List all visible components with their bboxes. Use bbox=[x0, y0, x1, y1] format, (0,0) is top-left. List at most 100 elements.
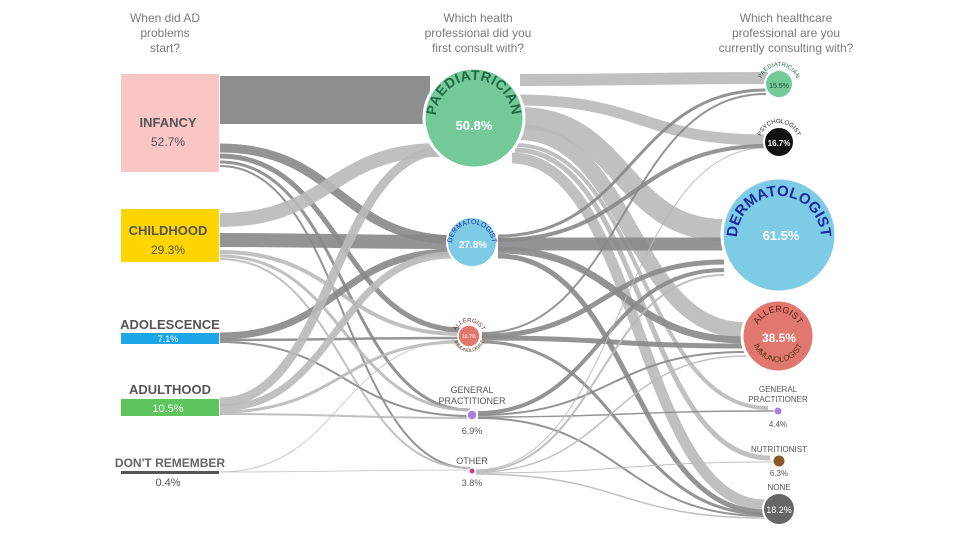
onset-flow-14 bbox=[219, 145, 447, 407]
current-paediatrician-circle bbox=[764, 69, 794, 99]
current-dermatologist: DERMATOLOGIST 61.5% bbox=[720, 176, 838, 294]
header-first-line2: professional did you bbox=[425, 26, 532, 40]
consult-flow-4 bbox=[517, 124, 745, 338]
header-first-line3: first consult with? bbox=[432, 41, 524, 55]
current-gp-label-line1: GENERAL bbox=[759, 385, 798, 394]
first-dermatologist: DERMATOLOGIST 27.8% bbox=[446, 216, 498, 268]
header-current-line3: currently consulting with? bbox=[719, 41, 854, 55]
onset-infancy: INFANCY 52.7% bbox=[121, 74, 219, 172]
consult-flow-9 bbox=[497, 144, 767, 242]
first-allergist: ALLERGIST IMMUNOLOGIST 10.7% bbox=[452, 318, 486, 354]
current-none: NONE 18.2% bbox=[762, 483, 796, 526]
onset-dont-remember: DON'T REMEMBER 0.4% bbox=[115, 456, 226, 489]
consult-flow-13 bbox=[481, 93, 767, 334]
first-dermatologist-pct: 27.8% bbox=[459, 240, 487, 251]
first-other-pct: 3.8% bbox=[462, 478, 483, 488]
onset-flow-11 bbox=[219, 248, 455, 340]
header-onset-line1: When did AD bbox=[130, 11, 200, 25]
consult-flow-21 bbox=[475, 147, 767, 471]
current-paediatrician: PAEDIATRICIAN 15.5% bbox=[758, 62, 800, 99]
onset-flow-12 bbox=[219, 336, 463, 342]
header-onset: When did AD problems start? bbox=[130, 11, 200, 55]
onset-flow-17 bbox=[219, 413, 471, 419]
header-current-line1: Which healthcare bbox=[740, 11, 833, 25]
first-gp-label-line1: GENERAL bbox=[450, 385, 493, 395]
consult-flow-6 bbox=[514, 147, 771, 461]
consult-flow-1 bbox=[519, 72, 769, 86]
onset-flow-16 bbox=[219, 340, 463, 414]
onset-infancy-label: INFANCY bbox=[139, 115, 196, 130]
current-gp-pct: 4.4% bbox=[769, 420, 787, 429]
consult-flow-19 bbox=[477, 410, 775, 418]
current-dermatologist-pct: 61.5% bbox=[763, 228, 800, 243]
current-general-practitioner: GENERAL PRACTITIONER 4.4% bbox=[748, 385, 808, 429]
first-gp-dot bbox=[466, 409, 478, 421]
consult-flow-2 bbox=[517, 94, 767, 146]
first-paediatrician-pct: 50.8% bbox=[456, 118, 493, 133]
consult-flow-24 bbox=[475, 461, 774, 474]
current-nutritionist-pct: 6.3% bbox=[770, 469, 788, 478]
flows-first-to-current bbox=[475, 72, 775, 519]
onset-adolescence: ADOLESCENCE 7.1% bbox=[120, 317, 220, 344]
onset-adulthood-pct: 10.5% bbox=[152, 403, 183, 415]
current-none-label: NONE bbox=[767, 483, 790, 492]
first-allergist-circle bbox=[457, 324, 481, 348]
first-gp-pct: 6.9% bbox=[462, 426, 483, 436]
onset-flow-6 bbox=[219, 143, 441, 227]
onset-flow-15 bbox=[219, 251, 453, 412]
consult-flow-14 bbox=[481, 259, 725, 339]
header-first-line1: Which health bbox=[443, 11, 512, 25]
onset-adulthood-label: ADULTHOOD bbox=[129, 382, 211, 397]
onset-dont-remember-label: DON'T REMEMBER bbox=[115, 456, 226, 470]
first-other: OTHER 3.8% bbox=[456, 456, 488, 488]
header-current-line2: professional are you bbox=[732, 26, 840, 40]
current-gp-label-line2: PRACTITIONER bbox=[748, 395, 808, 404]
onset-adolescence-pct: 7.1% bbox=[158, 334, 179, 344]
consult-flow-12 bbox=[497, 253, 766, 515]
current-gp-dot bbox=[773, 406, 783, 416]
onset-childhood: CHILDHOOD 29.3% bbox=[121, 209, 219, 262]
current-paediatrician-pct: 15.5% bbox=[769, 83, 789, 90]
onset-dont-remember-pct: 0.4% bbox=[155, 477, 180, 489]
current-allergist-pct: 38.5% bbox=[762, 331, 796, 345]
first-paediatrician: PAEDIATRICIAN 50.8% bbox=[422, 66, 526, 170]
first-paediatrician-circle bbox=[422, 66, 526, 170]
consult-flow-16 bbox=[481, 340, 766, 516]
current-dermatologist-circle bbox=[720, 176, 838, 294]
consult-flow-20 bbox=[477, 417, 766, 517]
onset-adulthood-box bbox=[121, 399, 219, 416]
onset-adolescence-box bbox=[121, 333, 219, 344]
onset-flow-19 bbox=[219, 339, 463, 473]
onset-flow-13 bbox=[219, 341, 471, 417]
current-nutritionist-label: NUTRITIONIST bbox=[751, 445, 807, 454]
onset-flow-7 bbox=[219, 233, 451, 249]
onset-adulthood: ADULTHOOD 10.5% bbox=[121, 382, 219, 416]
consult-flow-11 bbox=[497, 246, 745, 344]
onset-flow-9 bbox=[219, 254, 471, 412]
current-none-pct: 18.2% bbox=[766, 505, 792, 515]
first-dermatologist-circle bbox=[446, 216, 498, 268]
current-allergist: ALLERGIST IMMUNOLOGIST 38.5% bbox=[740, 298, 816, 374]
consult-flow-18 bbox=[477, 351, 745, 416]
onset-childhood-pct: 29.3% bbox=[151, 243, 185, 257]
onset-flow-18 bbox=[219, 469, 471, 473]
consult-flow-22 bbox=[475, 274, 725, 472]
current-nutritionist-dot bbox=[772, 454, 786, 468]
current-nutritionist: NUTRITIONIST 6.3% bbox=[751, 445, 807, 478]
consult-flow-25 bbox=[475, 473, 766, 519]
onset-childhood-label: CHILDHOOD bbox=[129, 223, 208, 238]
consult-flow-8 bbox=[497, 88, 767, 238]
header-onset-line3: start? bbox=[150, 41, 180, 55]
onset-childhood-box bbox=[121, 209, 219, 262]
consult-flow-15 bbox=[481, 335, 745, 349]
consult-flow-7 bbox=[511, 152, 766, 511]
onset-infancy-pct: 52.7% bbox=[151, 135, 185, 149]
current-psychologist-circle bbox=[763, 126, 795, 158]
header-first-consult: Which health professional did you first … bbox=[425, 11, 532, 55]
current-none-circle bbox=[762, 492, 796, 526]
onset-flow-10 bbox=[219, 258, 471, 469]
flows-onset-to-first bbox=[219, 76, 471, 473]
onset-dont-remember-bar bbox=[121, 471, 219, 474]
